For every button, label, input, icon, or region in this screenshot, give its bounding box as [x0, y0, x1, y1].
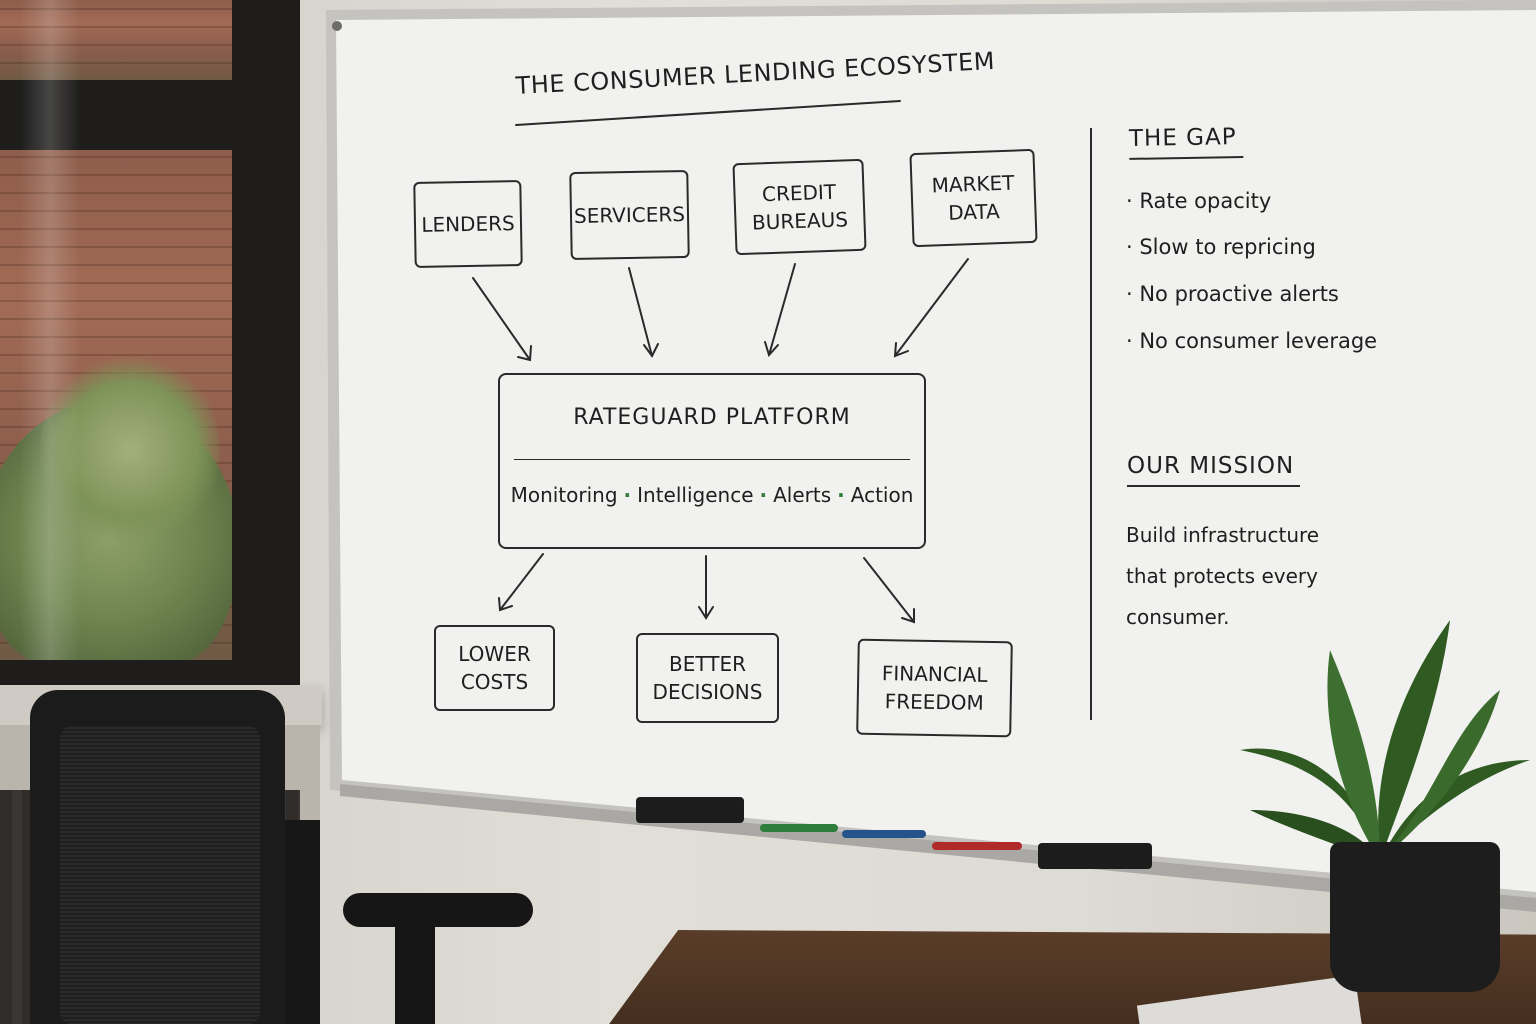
arrows [472, 100, 969, 624]
separator-dot: · [837, 483, 845, 507]
gap-heading-text: THE GAP [1128, 124, 1237, 152]
mission-heading-text: OUR MISSION [1127, 453, 1295, 479]
title-underline [515, 100, 901, 126]
mission-heading-underline [1127, 485, 1301, 487]
arrowhead-better-decisions-icon [698, 606, 714, 620]
arrow-market-data [894, 258, 969, 357]
section-divider [1090, 128, 1092, 720]
platform-divider [514, 459, 910, 460]
node-credit-bureaus: CREDIT BUREAUS [732, 158, 867, 256]
arrowhead-lenders-icon [517, 345, 532, 362]
red-marker-icon[interactable] [932, 842, 1022, 850]
platform-title: RATEGUARD PLATFORM [573, 405, 851, 430]
arrowhead-lower-costs-icon [498, 597, 513, 612]
plant-leaves-icon [1240, 620, 1530, 860]
arrow-lower-costs [499, 553, 544, 611]
capability-action: Action [850, 483, 914, 507]
node-servicers: SERVICERS [569, 169, 690, 261]
window [0, 0, 300, 700]
gap-heading: THE GAP [1128, 124, 1243, 160]
window-pane-top [0, 0, 232, 80]
arrowhead-market-data-icon [893, 342, 909, 358]
green-marker-icon[interactable] [760, 824, 838, 832]
eraser-left-icon[interactable] [636, 797, 744, 823]
gap-item: · Rate opacity [1126, 189, 1272, 213]
capability-alerts: Alerts [773, 483, 832, 507]
arrowhead-servicers-icon [643, 343, 659, 358]
capability-monitoring: Monitoring [510, 483, 618, 507]
separator-dot: · [623, 483, 632, 507]
gap-item: · No consumer leverage [1126, 329, 1378, 353]
mission-heading: OUR MISSION [1127, 453, 1301, 487]
node-financial-freedom: FINANCIAL FREEDOM [856, 638, 1013, 738]
platform-box: RATEGUARD PLATFORM Monitoring·Intelligen… [498, 373, 926, 549]
capability-intelligence: Intelligence [637, 483, 754, 507]
chair-mesh [60, 725, 260, 1024]
arrow-lenders [472, 277, 531, 361]
blue-marker-icon[interactable] [842, 830, 926, 838]
gap-item: · Slow to repricing [1126, 235, 1316, 259]
separator-dot: · [759, 483, 768, 507]
platform-capabilities: Monitoring·Intelligence·Alerts·Action [500, 483, 924, 507]
arrow-financial-freedom [863, 557, 915, 623]
arrow-servicers [628, 267, 653, 357]
node-lenders: LENDERS [413, 180, 523, 268]
window-light [20, 0, 80, 660]
tree-foliage-highlight [40, 350, 220, 550]
arrowhead-credit-bureaus-icon [764, 341, 779, 357]
chair-armrest [343, 893, 533, 927]
chair-post [280, 820, 320, 1024]
node-better-decisions: BETTER DECISIONS [636, 633, 779, 723]
board-corner-bolt-icon [332, 21, 342, 31]
arrowhead-financial-freedom-icon [901, 608, 915, 624]
window-pane-bottom [0, 150, 232, 660]
gap-item: · No proactive alerts [1126, 282, 1339, 306]
node-lower-costs: LOWER COSTS [434, 625, 555, 711]
mission-text: Build infrastructure that protects every… [1126, 523, 1320, 629]
chair-armrest-post [395, 920, 435, 1024]
arrow-credit-bureaus [768, 263, 796, 356]
eraser-right-icon[interactable] [1038, 843, 1152, 869]
node-market-data: MARKET DATA [909, 148, 1038, 248]
plant-pot [1330, 842, 1500, 992]
